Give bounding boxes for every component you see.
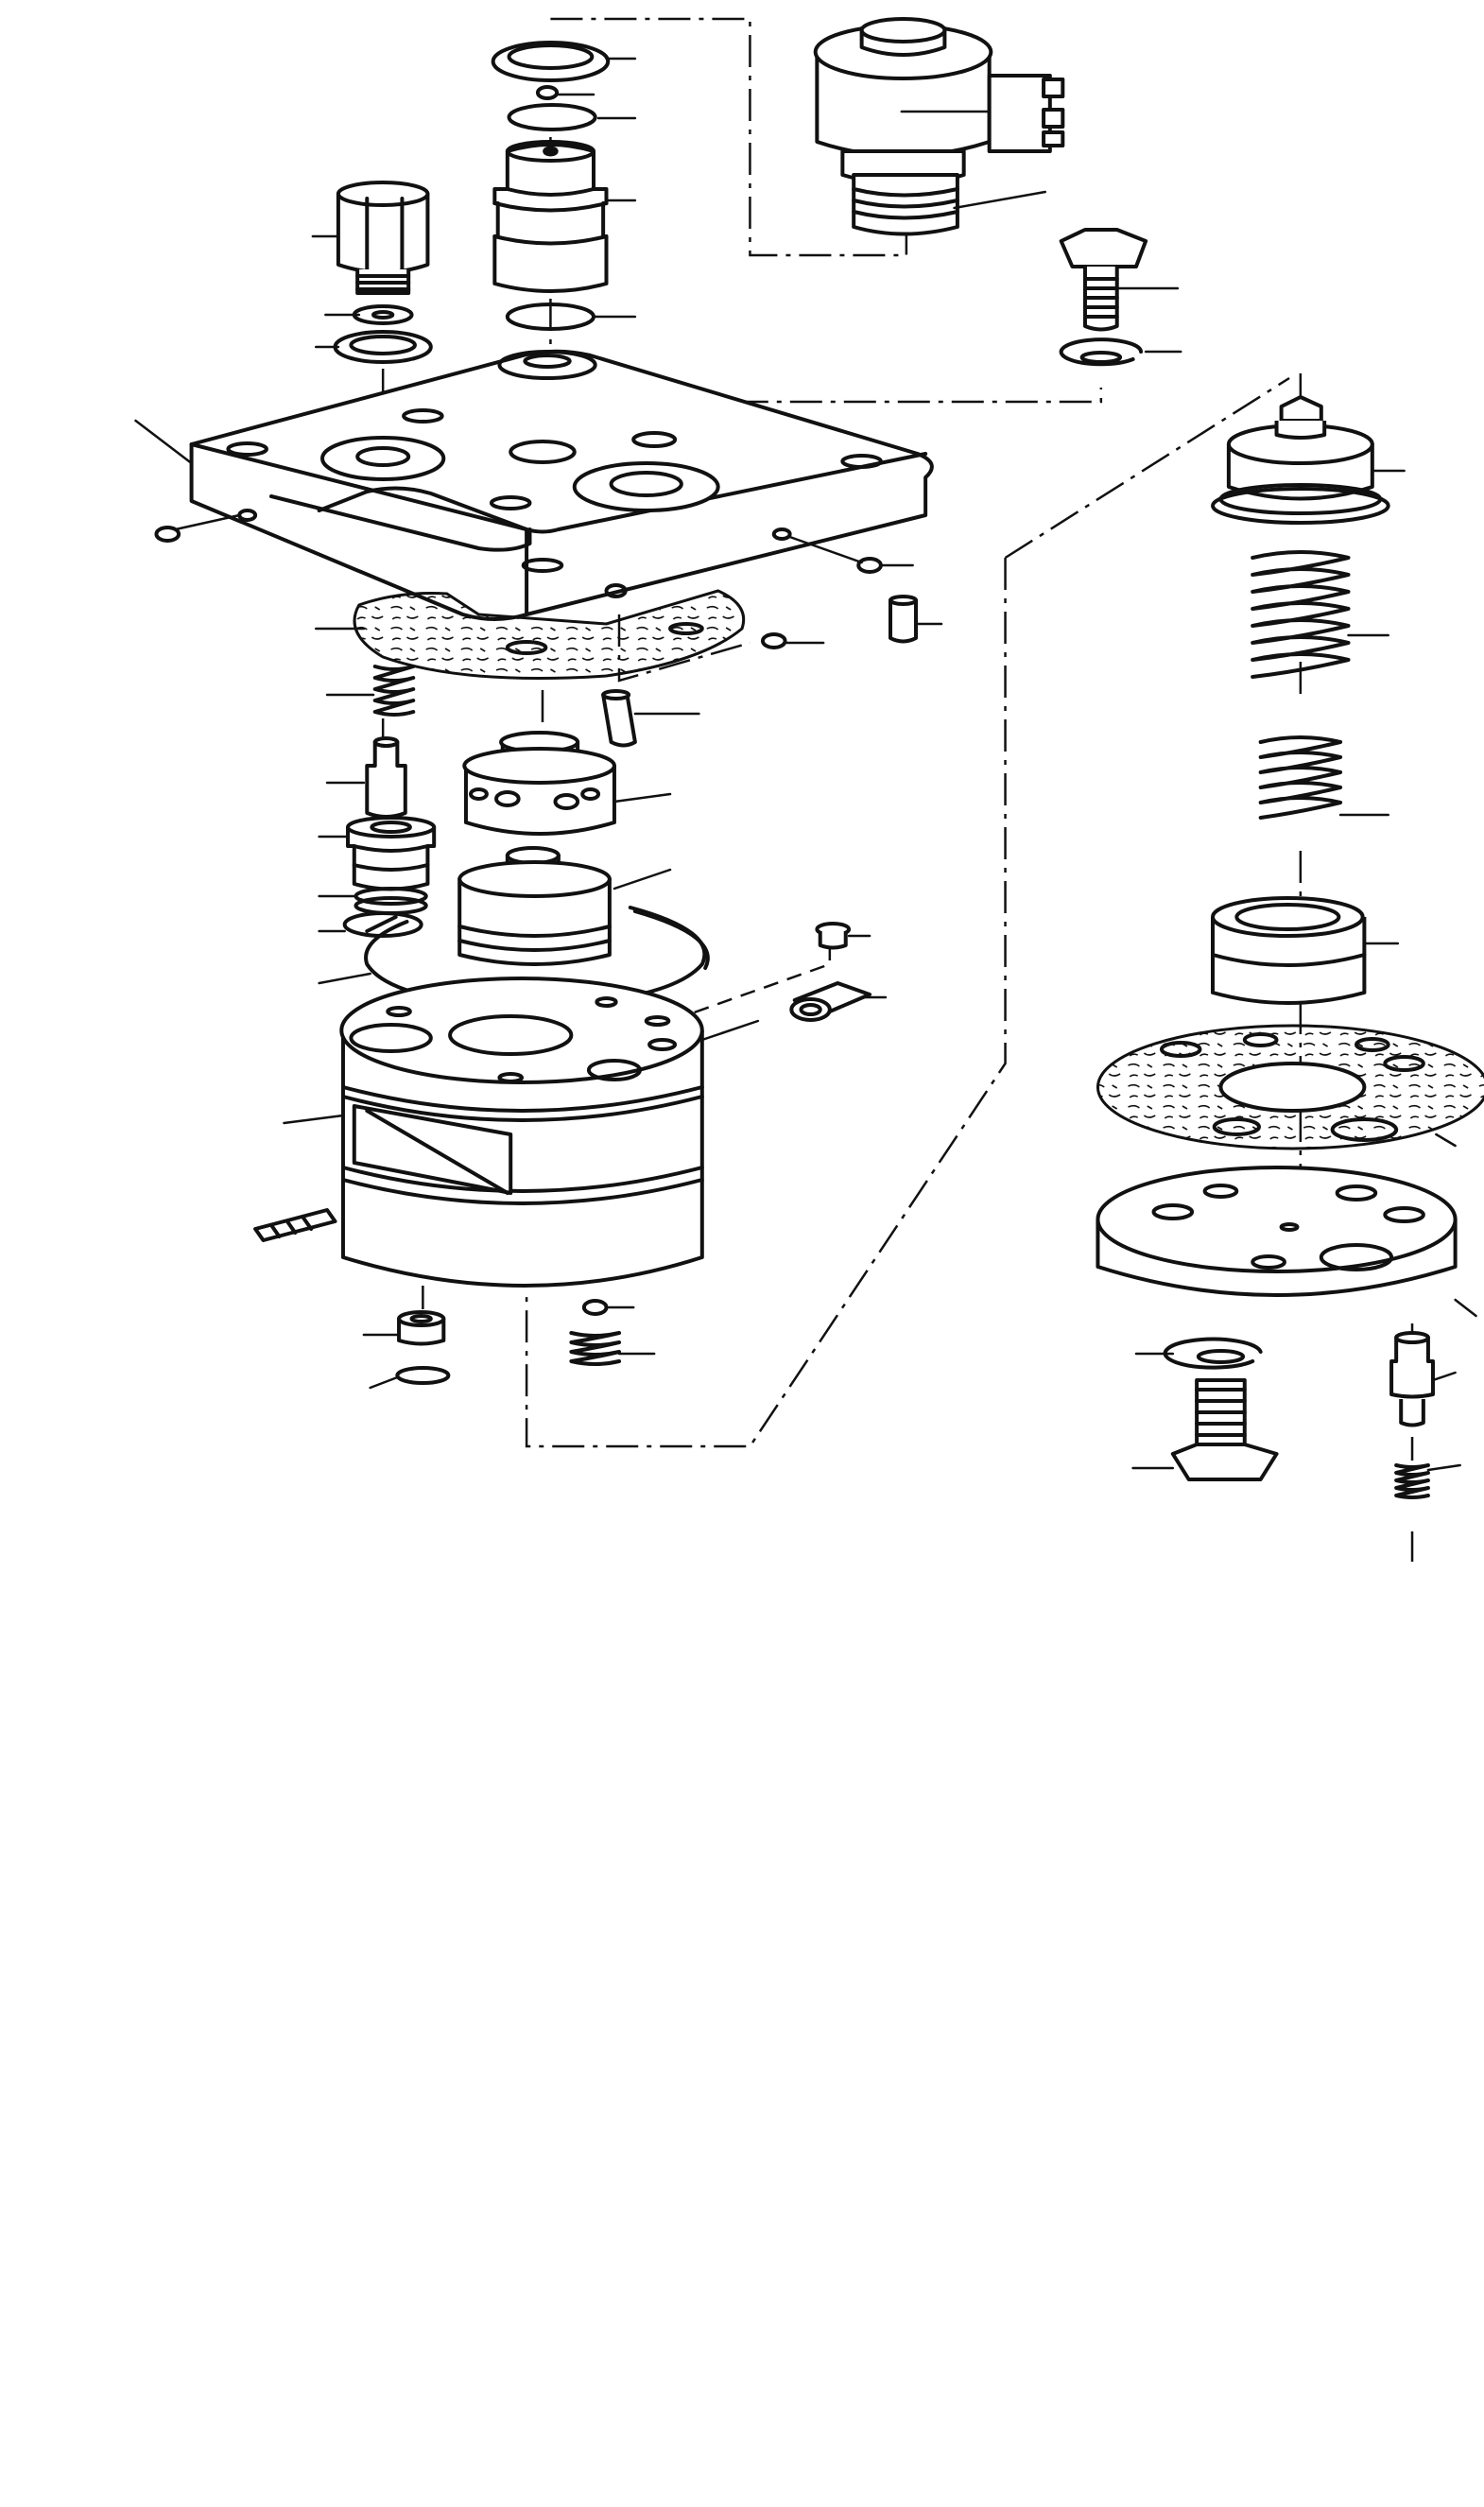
dowel-pin-middle (603, 691, 635, 746)
spring-bottom (571, 1333, 619, 1364)
lock-washer-upper (1061, 339, 1141, 364)
o-ring-bottom (397, 1368, 448, 1383)
gasket-upper (354, 591, 744, 679)
check-valve-pin (1391, 1333, 1433, 1426)
gasket-lower (1097, 1026, 1484, 1149)
ball-bottom (584, 1301, 607, 1314)
cover-plate (192, 352, 932, 619)
dowel-pin-right (890, 596, 916, 642)
plug-ball-right (858, 559, 881, 572)
spring-small-left (375, 666, 414, 715)
roll-pin-side (255, 1210, 335, 1240)
spring-large-inner (1261, 737, 1340, 818)
valve-plate (1097, 1167, 1455, 1295)
ball-small-top (538, 87, 557, 98)
piston-upper (464, 733, 614, 834)
plug-ball-lower (763, 634, 785, 648)
solenoid-valve (816, 19, 1063, 234)
o-ring-pair-small (355, 889, 425, 913)
piston-lower (459, 848, 610, 964)
spring-seat-cup (1213, 898, 1364, 1003)
callout-leader-lines (135, 59, 1475, 1470)
pump-body (341, 978, 702, 1286)
pin-guide (367, 738, 406, 817)
hex-plug (338, 182, 428, 293)
hex-bolt-lower (1173, 1380, 1277, 1479)
plug-small-bottom (399, 1312, 443, 1344)
spring-large-outer (1252, 552, 1348, 677)
washer-large (336, 332, 431, 362)
relief-valve-cap (1213, 397, 1389, 523)
plug-ball-left (156, 527, 179, 541)
o-ring-upper (509, 105, 595, 130)
valve-piston-small (348, 818, 434, 890)
bushing-small (791, 983, 870, 1020)
washer-small (354, 306, 412, 323)
spring-tiny (1396, 1465, 1428, 1497)
set-screw (817, 924, 849, 948)
valve-sleeve (494, 142, 606, 291)
hex-bolt-upper (1061, 230, 1146, 330)
seal-ring-top (493, 43, 609, 80)
lock-washer-lower (1165, 1340, 1261, 1368)
